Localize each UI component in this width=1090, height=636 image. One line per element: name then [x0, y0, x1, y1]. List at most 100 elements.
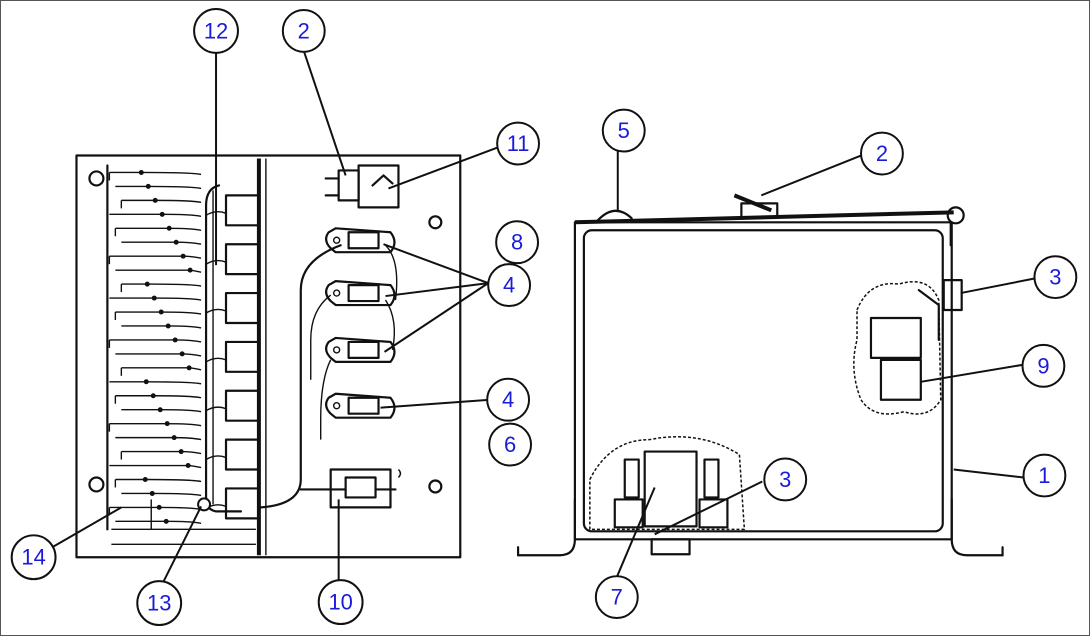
relay-block — [224, 438, 260, 471]
terminal-wire — [121, 199, 202, 204]
callout-label: 4 — [503, 273, 515, 298]
callout-label: 11 — [507, 131, 530, 156]
terminal-wire — [115, 185, 202, 190]
fuse — [347, 231, 380, 250]
terminal-post — [185, 463, 191, 469]
callout-label: 2 — [298, 18, 310, 43]
box-outline — [573, 221, 953, 541]
terminal-post — [149, 490, 155, 496]
terminal-post — [186, 365, 192, 371]
callout-11: 11 — [496, 121, 541, 166]
terminal-wire — [121, 325, 202, 329]
callout-3: 3 — [1033, 255, 1078, 300]
toggle-switch — [324, 164, 400, 209]
callout-14: 14 — [10, 534, 57, 581]
callout-7: 7 — [594, 575, 639, 620]
terminal-wire — [121, 241, 202, 245]
terminal-wire — [109, 506, 202, 511]
terminal-post — [171, 435, 177, 441]
terminal-post — [151, 295, 157, 301]
terminal-post — [166, 225, 172, 231]
terminal-wire — [115, 395, 202, 399]
terminal-wire — [109, 171, 202, 176]
callout-10: 10 — [317, 579, 364, 626]
callout-4: 4 — [487, 263, 532, 308]
fuse-holder — [325, 392, 396, 419]
terminal-wire — [109, 213, 202, 218]
callout-6: 6 — [488, 422, 533, 467]
callout-label: 10 — [328, 590, 352, 615]
terminal-wire — [115, 520, 202, 525]
terminal-post — [145, 183, 151, 189]
terminal-post — [142, 476, 148, 482]
callout-4: 4 — [486, 377, 531, 422]
terminal-wire — [115, 353, 202, 357]
relay-block — [224, 291, 260, 325]
terminal-post — [179, 351, 185, 357]
callout-label: 5 — [618, 118, 630, 143]
callout-label: 1 — [1038, 463, 1050, 488]
callout-1: 1 — [1022, 453, 1067, 498]
callout-12: 12 — [193, 7, 239, 54]
callout-label: 6 — [504, 432, 516, 457]
relay-panel-left — [75, 154, 462, 559]
terminal-post — [165, 323, 171, 329]
terminal-post — [156, 504, 162, 510]
terminal-wire — [115, 436, 202, 441]
terminal-post — [144, 281, 150, 287]
callout-label: 4 — [502, 387, 514, 412]
relay-blocks — [205, 194, 260, 520]
terminal-wire — [109, 339, 202, 343]
mount-hole — [428, 479, 443, 494]
terminal-wire — [121, 492, 202, 497]
relay-block — [224, 194, 260, 227]
mount-hole — [428, 215, 443, 230]
callout-13: 13 — [136, 580, 183, 627]
terminal-post — [150, 393, 156, 399]
terminal-post — [152, 197, 158, 203]
callout-label: 9 — [1037, 353, 1049, 378]
terminal-wire — [115, 227, 202, 231]
terminal-post — [157, 407, 163, 413]
terminal-post — [138, 169, 144, 175]
terminal-post — [187, 267, 193, 273]
terminal-post — [172, 337, 178, 343]
callout-8: 8 — [495, 220, 540, 265]
callout-label: 7 — [611, 585, 623, 610]
fuse — [347, 396, 380, 415]
hinge — [596, 209, 633, 222]
terminal-wire — [109, 255, 202, 259]
callout-label: 2 — [876, 141, 888, 166]
fuse-holders — [325, 227, 396, 419]
fuse-holder — [325, 336, 396, 363]
terminal-wire — [115, 311, 202, 315]
callout-9: 9 — [1021, 343, 1066, 388]
terminal-post — [143, 379, 149, 385]
terminal-post — [158, 309, 164, 315]
callout-2: 2 — [860, 131, 904, 176]
terminal-wire — [115, 478, 202, 483]
mount-hole — [88, 476, 105, 493]
relay-block — [224, 243, 260, 276]
cutaway-relay — [853, 280, 942, 415]
inline-fuse — [299, 468, 402, 509]
callout-label: 3 — [1049, 265, 1061, 290]
callout-3: 3 — [763, 457, 808, 502]
terminal-wire — [109, 422, 202, 427]
fuse — [347, 340, 380, 359]
fuse — [347, 284, 380, 303]
terminal-post — [173, 239, 179, 245]
fuse-holder — [325, 280, 396, 307]
callouts: 12 2 11 8 4 4 6 14 13 10 5 2 3 9 3 1 7 — [10, 7, 1078, 627]
callout-label: 14 — [21, 545, 45, 570]
terminal-wire — [121, 283, 202, 287]
terminal-post — [159, 211, 165, 217]
callout-label: 8 — [511, 230, 523, 255]
leader-lines — [36, 50, 1037, 583]
relay-block — [224, 340, 260, 373]
latch-handle — [733, 193, 779, 219]
terminal-wire — [109, 381, 202, 385]
terminal-post — [178, 449, 184, 455]
relay-block — [224, 487, 260, 520]
